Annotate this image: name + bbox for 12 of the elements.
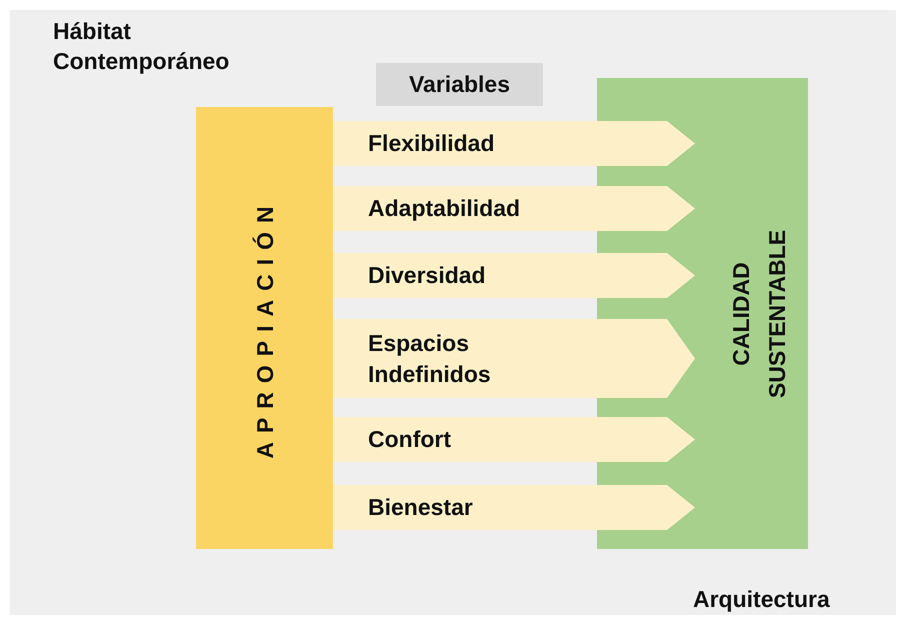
vertical-bar bbox=[196, 107, 333, 549]
node-text: Confort bbox=[368, 425, 452, 454]
node-text: Adaptabilidad bbox=[368, 194, 522, 223]
node-text: CALIDAD SUSTENTABLE bbox=[727, 228, 792, 400]
title: Hábitat Contemporáneo bbox=[53, 17, 230, 76]
note-text: Arquitectura bbox=[693, 586, 830, 613]
node-text: Variables bbox=[408, 70, 510, 99]
node-text: Bienestar bbox=[368, 493, 474, 522]
node-text: Espacios Indefinidos bbox=[368, 328, 492, 388]
node-text: APROPIACIÓN bbox=[250, 196, 278, 461]
node-text: Diversidad bbox=[368, 261, 487, 290]
node-text: Flexibilidad bbox=[368, 129, 496, 158]
